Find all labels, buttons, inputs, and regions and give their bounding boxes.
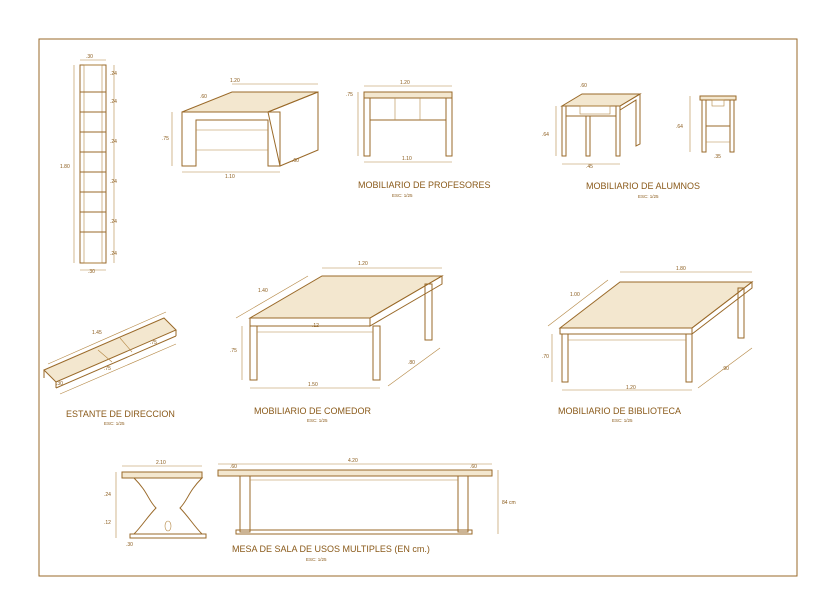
title-biblioteca: MOBILIARIO DE BIBLIOTECA	[558, 406, 681, 416]
bib-leg-dim: 1.20	[626, 385, 636, 391]
scale-alumnos: ESC: 1/25	[638, 194, 659, 199]
title-estante: ESTANTE DE DIRECCION	[66, 409, 175, 419]
estante-sub-dim-2: .75	[104, 366, 111, 372]
tall-shelf: 1.80 .30 .30 .24 .24 .24 .24 .24 .24	[60, 54, 117, 275]
shelf-spacing-dim-4: .24	[110, 179, 117, 185]
prof-desk-depth-dim: .60	[200, 94, 207, 100]
alum-desk-width-dim: .60	[580, 83, 587, 89]
multipurpose-table-end: 2.10 .24 .12 .30	[104, 460, 207, 548]
estante-sub-dim: .75	[150, 340, 157, 346]
alum-chair-dim: .35	[714, 154, 721, 160]
mesa-end-width-dim: 2.10	[156, 460, 166, 466]
professor-desk-iso: 1.20 .60 .75 1.10 .60	[162, 78, 319, 180]
comedor-width-dim: 1.40	[258, 288, 268, 294]
shelf-width-dim: .30	[88, 269, 95, 275]
mesa-length-dim: 4.20	[348, 458, 358, 464]
mesa-right-end-dim: .60	[470, 464, 477, 470]
prof-desk-front-dim: 1.10	[225, 174, 235, 180]
mesa-end-base-dim: .30	[126, 542, 133, 548]
scale-biblioteca: ESC: 1/25	[612, 418, 633, 423]
title-profesores: MOBILIARIO DE PROFESORES	[358, 180, 491, 190]
comedor-length-dim: 1.20	[358, 261, 368, 267]
comedor-depth-dim: .80	[408, 360, 415, 366]
student-chair: .64 .35 MOBILIARIO DE ALUMNOS ESC: 1/25	[586, 95, 737, 199]
professor-desk-front: 1.20 1.10 .75 MOBILIARIO DE PROFESORES E…	[346, 80, 491, 198]
shelf-height-dim: 1.80	[60, 164, 70, 170]
scale-comedor: ESC: 1/25	[307, 418, 328, 423]
shelf-spacing-dim-3: .24	[110, 139, 117, 145]
shelf-spacing-dim-5: .24	[110, 219, 117, 225]
mesa-end-height-dim-1: .24	[104, 492, 111, 498]
mesa-left-end-dim: .60	[230, 464, 237, 470]
prof-front-height-dim: .75	[346, 92, 353, 98]
prof-front-top-dim: 1.20	[400, 80, 410, 86]
drawing-frame	[38, 38, 798, 577]
shelf-depth-dim: .30	[86, 54, 93, 60]
scale-profesores: ESC: 1/25	[392, 193, 413, 198]
shelf-spacing-dim-6: .24	[110, 251, 117, 257]
title-mesa-sala: MESA DE SALA DE USOS MULTIPLES (EN cm.)	[232, 544, 430, 554]
scale-estante: ESC: 1/25	[104, 421, 125, 426]
comedor-leg-dim: 1.50	[308, 382, 318, 388]
estante-length-dim: 1.45	[92, 330, 102, 336]
estante-base-dim: .30	[56, 381, 63, 387]
library-table: 1.80 1.00 .70 1.20 .90 MOBILIARIO DE BIB…	[542, 266, 754, 423]
prof-desk-length-dim: 1.20	[230, 78, 240, 84]
alum-desk-height-dim: .64	[542, 132, 549, 138]
alum-desk-depth-dim: .45	[586, 164, 593, 170]
director-shelf: 1.45 .75 .75 .30 ESTANTE DE DIRECCION ES…	[43, 311, 177, 426]
bib-length-dim: 1.80	[676, 266, 686, 272]
prof-front-bottom-dim: 1.10	[402, 156, 412, 162]
title-comedor: MOBILIARIO DE COMEDOR	[254, 406, 372, 416]
comedor-apron-dim: .12	[312, 323, 319, 329]
bib-depth-dim: .90	[722, 366, 729, 372]
alum-chair-height-dim: .64	[676, 124, 683, 130]
comedor-height-dim: .75	[230, 348, 237, 354]
scale-mesa-sala: ESC: 1/25	[306, 557, 327, 562]
bib-height-dim: .70	[542, 354, 549, 360]
student-desk: .60 .64 .45	[542, 83, 642, 170]
dining-table: 1.20 1.40 .75 .12 1.50 .80 MOBILIARIO DE…	[230, 261, 444, 423]
prof-desk-side-dim: .60	[292, 158, 299, 164]
title-alumnos: MOBILIARIO DE ALUMNOS	[586, 181, 700, 191]
shelf-spacing-dim-1: .24	[110, 71, 117, 77]
prof-desk-height-dim: .75	[162, 136, 169, 142]
shelf-spacing-dim-2: .24	[110, 99, 117, 105]
multipurpose-table-side: 4.20 .60 .60 84 cm MESA DE SALA DE USOS …	[217, 458, 516, 562]
mesa-end-height-dim-2: .12	[104, 520, 111, 526]
mesa-height-dim: 84 cm	[502, 500, 516, 506]
bib-width-dim: 1.00	[570, 292, 580, 298]
